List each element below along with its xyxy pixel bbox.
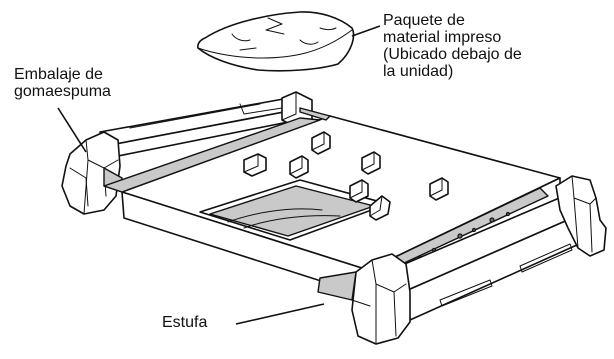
leader-estufa [235,303,325,325]
foam-blocks-top [243,131,449,221]
leader-embalaje [57,107,87,153]
foam-cushion-back [61,91,313,215]
label-embalaje-line2: gomaespuma [14,83,111,100]
label-foam-packing: Embalaje de gomaespuma [14,66,111,100]
label-paquete-line2: material impreso [383,29,502,46]
label-paquete-line1: Paquete de [383,12,465,29]
leader-paquete [351,25,381,37]
foam-cushion-front [317,175,607,345]
label-embalaje-line1: Embalaje de [14,66,103,83]
label-paquete-line4: la unidad) [383,63,454,80]
printed-material-package [197,11,355,72]
label-estufa-line1: Estufa [162,314,208,331]
stove-unit [103,107,561,297]
label-paquete-line3: (Ubicado debajo de [383,46,522,63]
label-stove: Estufa [162,314,207,331]
label-printed-material-package: Paquete de material impreso (Ubicado deb… [383,12,522,80]
